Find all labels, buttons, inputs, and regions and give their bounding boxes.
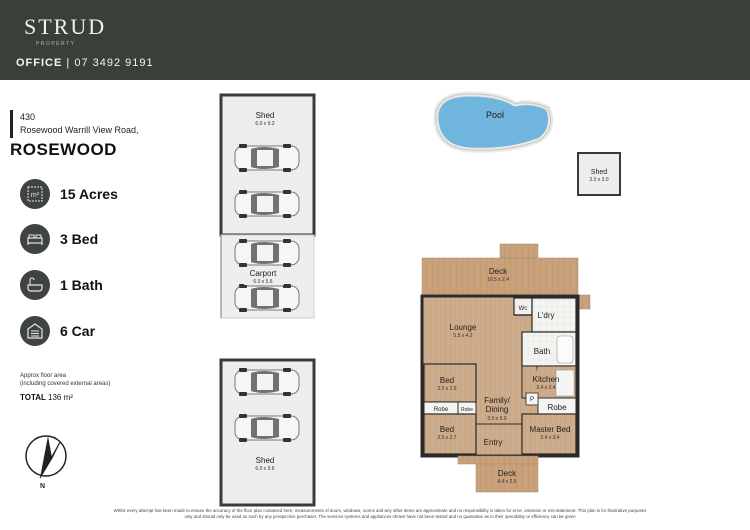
car-icon — [234, 413, 300, 443]
bed2-label: Bed — [440, 425, 454, 434]
lounge-label: Lounge — [450, 323, 477, 332]
pantry-label: P — [530, 397, 534, 403]
feature-bathrooms: 1 Bath — [20, 270, 103, 300]
total-label: TOTAL — [20, 393, 46, 402]
master-bed-size: 3.4 x 3.4 — [540, 435, 559, 441]
carport-label: Carport — [250, 269, 277, 278]
brand-logo: STRUD — [24, 14, 107, 39]
feature-car-spaces: 6 Car — [20, 316, 95, 346]
car-icon — [234, 189, 300, 219]
family-label-2: Dining — [486, 405, 509, 414]
car-icon — [234, 238, 300, 268]
feature-label: 15 Acres — [60, 186, 118, 202]
street-name: Rosewood Warrill View Road, — [20, 125, 139, 135]
entry-label: Entry — [484, 438, 503, 447]
disclaimer-text: Whilst every attempt has been made to en… — [113, 508, 647, 519]
feature-bedrooms: 3 Bed — [20, 224, 98, 254]
land-size-icon: m² — [20, 179, 50, 209]
bath-label: Bath — [534, 347, 550, 356]
floor-area-note: Approx floor area (including covered ext… — [20, 372, 110, 388]
shed-carport-building: Shed 6.0 x 9.3 Carport 6.0 x 5.6 — [219, 93, 316, 319]
svg-text:m²: m² — [31, 192, 40, 199]
feature-label: 3 Bed — [60, 231, 99, 247]
laundry-label: L'dry — [537, 311, 554, 320]
shed-small-label: Shed — [591, 169, 607, 176]
shed-small-size: 3.0 x 3.0 — [589, 177, 608, 183]
address-accent-bar — [10, 110, 13, 138]
carport-size: 6.0 x 5.6 — [253, 279, 272, 285]
brand-subtitle: PROPERTY — [36, 41, 76, 47]
car-icon — [234, 367, 300, 397]
street-number: 430 — [20, 112, 36, 122]
office-label: OFFICE — [16, 57, 63, 69]
fridge-label: f — [536, 367, 538, 373]
lounge-size: 5.5 x 4.2 — [453, 333, 472, 339]
header-bar: STRUD PROPERTY OFFICE | 07 3492 9191 — [0, 0, 750, 80]
shed-top-size: 6.0 x 9.3 — [255, 121, 274, 127]
shed-top-label: Shed — [256, 111, 275, 120]
garage-icon — [20, 316, 50, 346]
deck-top-label: Deck — [489, 267, 508, 276]
feature-label: 6 Car — [60, 323, 96, 339]
car-icon — [234, 283, 300, 313]
suburb-title: ROSEWOOD — [10, 140, 117, 159]
bed2-size: 3.5 x 2.7 — [437, 435, 456, 441]
compass-north-label: N — [40, 483, 45, 490]
wc-label: Wc — [519, 306, 528, 312]
floor-area-note-line2: (including covered external areas) — [20, 381, 111, 387]
deck-top-size: 10.5 x 2.4 — [487, 277, 509, 283]
shed-bottom-label: Shed — [256, 456, 275, 465]
floor-area-note-line1: Approx floor area — [20, 373, 67, 379]
house: Deck 10.5 x 2.4 Lounge 5.5 x 4.2 Wc L'dr… — [420, 243, 591, 493]
bath-icon — [20, 270, 50, 300]
bed-icon — [20, 224, 50, 254]
family-label: Family/ — [484, 396, 511, 405]
family-size: 3.0 x 6.0 — [487, 416, 506, 422]
feature-label: 1 Bath — [60, 277, 103, 293]
shed-bottom-size: 6.0 x 9.6 — [255, 466, 274, 472]
robe2-label: Robe — [461, 407, 473, 413]
feature-land-size: m² 15 Acres — [20, 179, 118, 209]
shed-bottom-building: Shed 6.0 x 9.6 — [219, 358, 316, 507]
pool-label: Pool — [486, 110, 504, 120]
robe1-label: Robe — [434, 407, 449, 413]
robe3-label: Robe — [547, 403, 567, 412]
car-icon — [234, 143, 300, 173]
kitchen-size: 3.4 x 2.4 — [536, 385, 555, 391]
compass-icon: N — [25, 435, 67, 490]
pool: Pool — [433, 91, 554, 153]
floor-area-total: TOTAL 136 m² — [20, 393, 73, 402]
deck-bottom-label: Deck — [498, 469, 517, 478]
kitchen-label: Kitchen — [533, 375, 560, 384]
bed1-label: Bed — [440, 376, 454, 385]
master-bed-label: Master Bed — [530, 425, 571, 434]
deck-bottom-size: 4.4 x 2.5 — [497, 479, 516, 485]
office-contact: OFFICE | 07 3492 9191 — [16, 57, 154, 69]
bed1-size: 3.5 x 2.5 — [437, 386, 456, 392]
office-phone: | 07 3492 9191 — [66, 57, 154, 69]
shed-small-building: Shed 3.0 x 3.0 — [577, 152, 621, 196]
total-value: 136 m² — [48, 393, 73, 402]
